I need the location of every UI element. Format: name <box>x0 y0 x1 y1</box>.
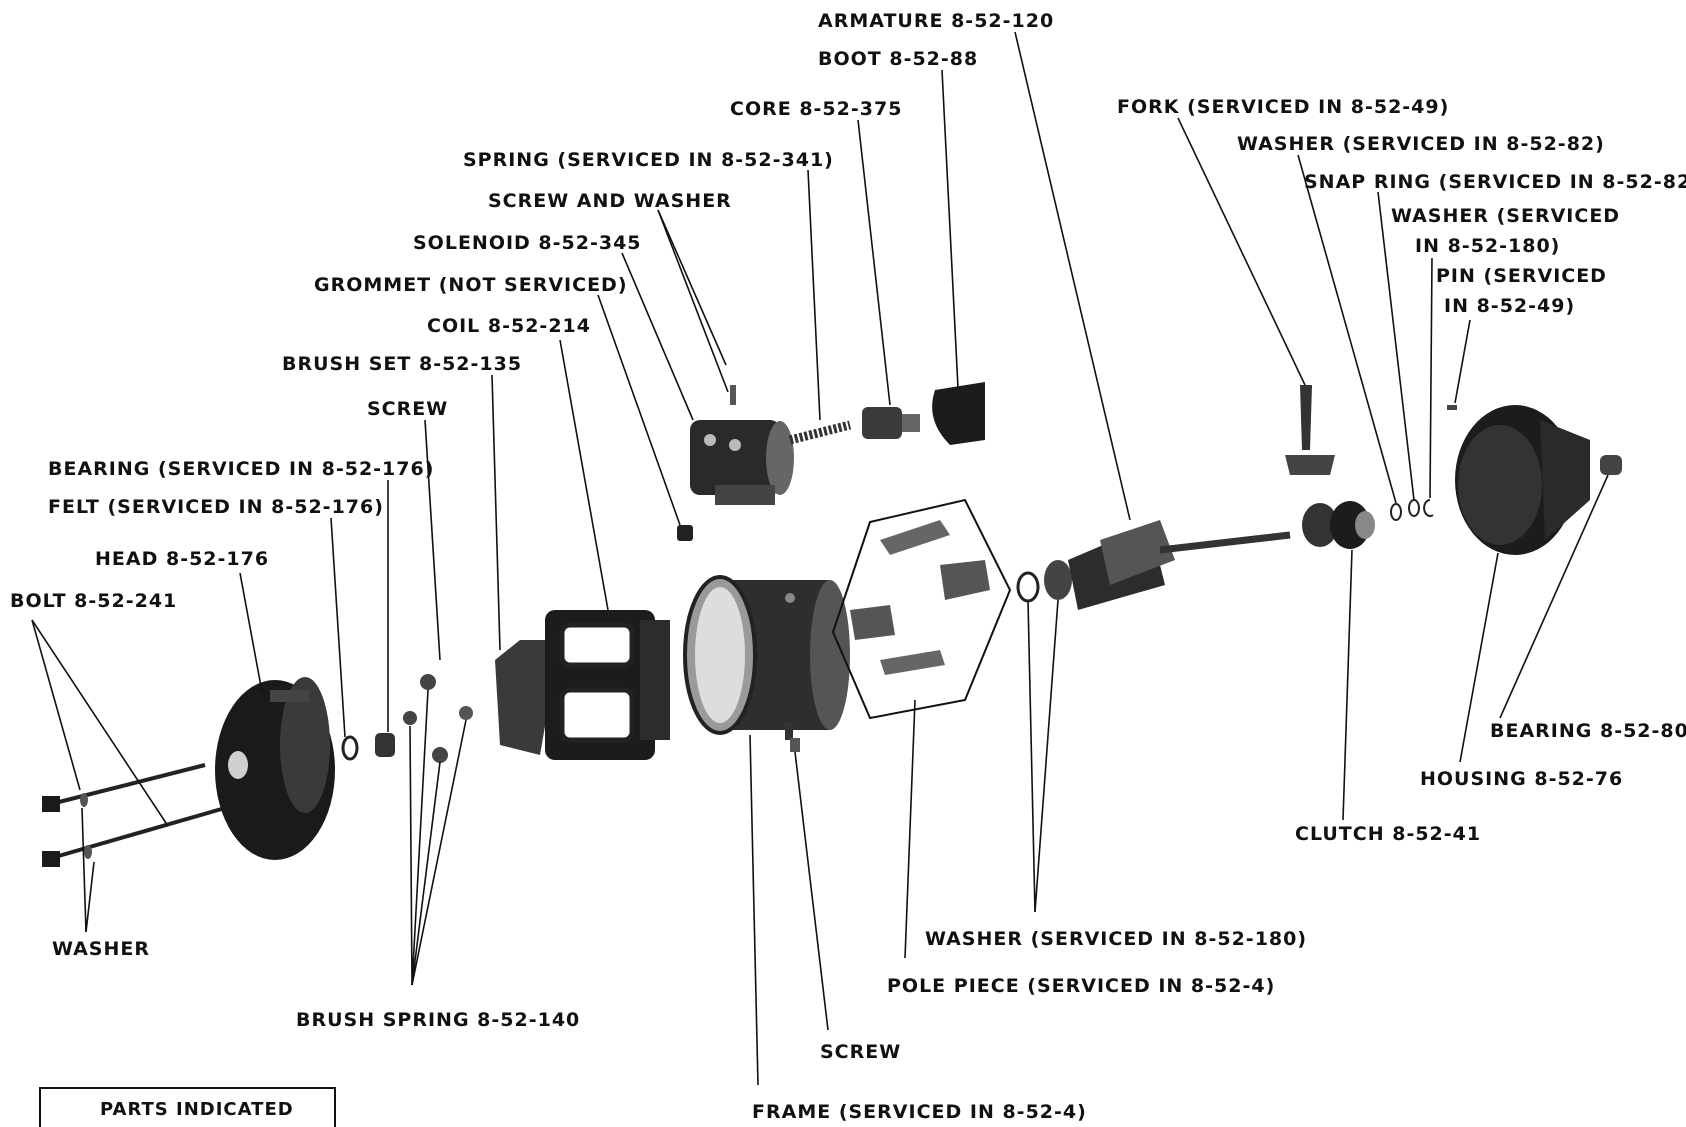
label-screw-top: SCREW <box>367 398 448 420</box>
parts-indicated-title: PARTS INDICATED <box>100 1099 294 1120</box>
clutch-part <box>1302 501 1375 549</box>
label-washer-left: WASHER <box>52 938 150 960</box>
label-spring: SPRING (SERVICED IN 8-52-341) <box>463 149 834 171</box>
fork-part <box>1285 385 1335 475</box>
grommet-part <box>677 525 693 541</box>
label-pole-piece: POLE PIECE (SERVICED IN 8-52-4) <box>887 975 1275 997</box>
label-washer-180-line2: IN 8-52-180) <box>1415 235 1560 257</box>
label-bearing-176: BEARING (SERVICED IN 8-52-176) <box>48 458 434 480</box>
label-pin-line1: PIN (SERVICED <box>1436 265 1607 287</box>
label-brush-set: BRUSH SET 8-52-135 <box>282 353 522 375</box>
parts-indicated-box: PARTS INDICATED <box>39 1087 336 1127</box>
pole-piece-part <box>831 498 1012 720</box>
screw-bottom-part <box>790 738 800 752</box>
label-armature: ARMATURE 8-52-120 <box>818 10 1054 32</box>
label-clutch: CLUTCH 8-52-41 <box>1295 823 1481 845</box>
bearing-felt-part <box>341 733 395 761</box>
housing-part <box>1455 405 1590 555</box>
label-bolt: BOLT 8-52-241 <box>10 590 177 612</box>
label-boot: BOOT 8-52-88 <box>818 48 978 70</box>
core-part <box>862 407 920 439</box>
small-washers-part <box>1390 405 1457 521</box>
solenoid-part <box>690 385 794 505</box>
label-screw-bottom: SCREW <box>820 1041 901 1063</box>
frame-part <box>683 575 850 740</box>
label-washer-180-bottom: WASHER (SERVICED IN 8-52-180) <box>925 928 1307 950</box>
label-pin-line2: IN 8-52-49) <box>1444 295 1575 317</box>
armature-part <box>1044 520 1291 610</box>
label-housing: HOUSING 8-52-76 <box>1420 768 1623 790</box>
label-screw-and-washer: SCREW AND WASHER <box>488 190 732 212</box>
label-felt: FELT (SERVICED IN 8-52-176) <box>48 496 384 518</box>
bolt-part <box>42 763 226 867</box>
boot-part <box>932 382 985 445</box>
leader-lines <box>31 31 1609 1086</box>
label-brush-spring: BRUSH SPRING 8-52-140 <box>296 1009 580 1031</box>
label-coil: COIL 8-52-214 <box>427 315 591 337</box>
coil-brush-assembly <box>495 610 670 760</box>
brush-spring-part <box>403 674 473 763</box>
label-washer-180-line1: WASHER (SERVICED <box>1391 205 1620 227</box>
label-snap-ring: SNAP RING (SERVICED IN 8-52-82) <box>1304 171 1686 193</box>
washer-armature-part <box>1016 571 1040 603</box>
label-core: CORE 8-52-375 <box>730 98 902 120</box>
label-frame: FRAME (SERVICED IN 8-52-4) <box>752 1101 1087 1123</box>
bearing-80-part <box>1600 455 1622 475</box>
label-bearing-80: BEARING 8-52-80 <box>1490 720 1686 742</box>
head-part <box>215 677 335 860</box>
spring-part <box>788 420 852 445</box>
label-solenoid: SOLENOID 8-52-345 <box>413 232 642 254</box>
label-grommet: GROMMET (NOT SERVICED) <box>314 274 628 296</box>
label-head: HEAD 8-52-176 <box>95 548 269 570</box>
label-washer-82: WASHER (SERVICED IN 8-52-82) <box>1237 133 1605 155</box>
label-fork: FORK (SERVICED IN 8-52-49) <box>1117 96 1449 118</box>
